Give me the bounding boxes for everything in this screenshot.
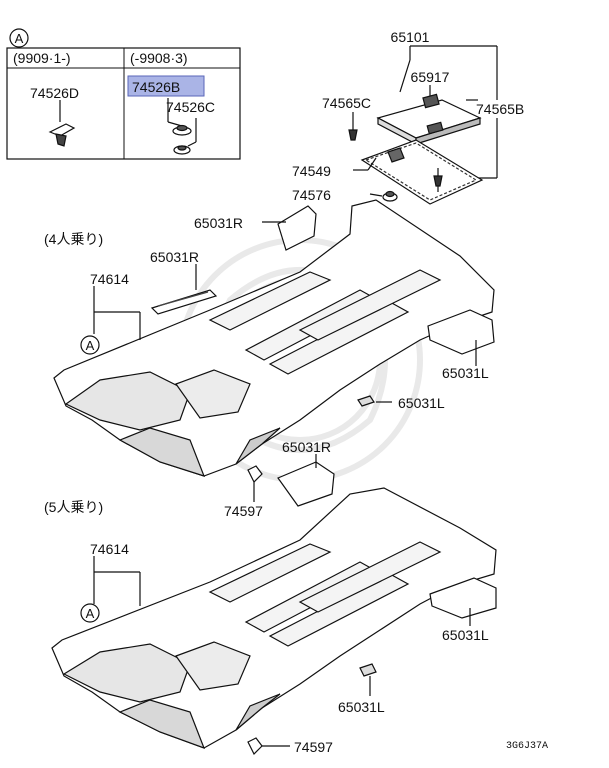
inset-right-range: (-9908·3) — [130, 50, 188, 66]
inset-left-range: (9909·1-) — [13, 50, 71, 66]
console-tray-assembly — [348, 45, 498, 205]
label-65031L-lower-clip: 65031L — [338, 699, 385, 715]
callout-a-lower-circle — [80, 603, 100, 623]
label-65031R-top: 65031R — [194, 215, 243, 231]
part-74526C: 74526C — [166, 99, 215, 115]
label-74565C: 74565C — [322, 95, 371, 111]
label-65031L-upper: 65031L — [442, 365, 489, 381]
label-74576: 74576 — [292, 187, 331, 203]
label-65031R-lower: 65031R — [282, 439, 331, 455]
label-74597-lower: 74597 — [294, 739, 333, 755]
label-74614-upper: 74614 — [90, 271, 129, 287]
drawing-code: 3G6J37A — [506, 741, 548, 752]
highlight-box — [127, 75, 205, 97]
clip-74526B-drawing — [167, 98, 197, 155]
part-74526B[interactable]: 74526B — [132, 79, 180, 95]
clip-74526D-drawing — [48, 100, 76, 147]
label-74614-lower: 74614 — [90, 541, 129, 557]
caption-four-seat: (4人乗り) — [44, 231, 103, 247]
callout-a-lower: A — [86, 606, 95, 621]
label-65031L-lower: 65031L — [442, 627, 489, 643]
caption-five-seat: (5人乗り) — [44, 499, 103, 515]
carpet-five-seat — [51, 454, 497, 756]
label-65101: 65101 — [391, 29, 430, 45]
inset-badge-circle — [9, 28, 29, 48]
label-74597-upper: 74597 — [224, 503, 263, 519]
label-74565B: 74565B — [476, 101, 524, 117]
label-65031R-strip: 65031R — [150, 249, 199, 265]
callout-a-upper: A — [86, 338, 95, 353]
label-65031L-upper-clip: 65031L — [398, 395, 445, 411]
inset-badge: A — [15, 31, 24, 46]
inset-box: A (9909·1-) (-9908·3) 74526D 74526B 7452… — [6, 28, 241, 160]
label-65917: 65917 — [411, 69, 450, 85]
part-74526D: 74526D — [30, 85, 79, 101]
carpet-four-seat — [53, 199, 495, 502]
callout-a-upper-circle — [80, 335, 100, 355]
label-74549: 74549 — [292, 163, 331, 179]
